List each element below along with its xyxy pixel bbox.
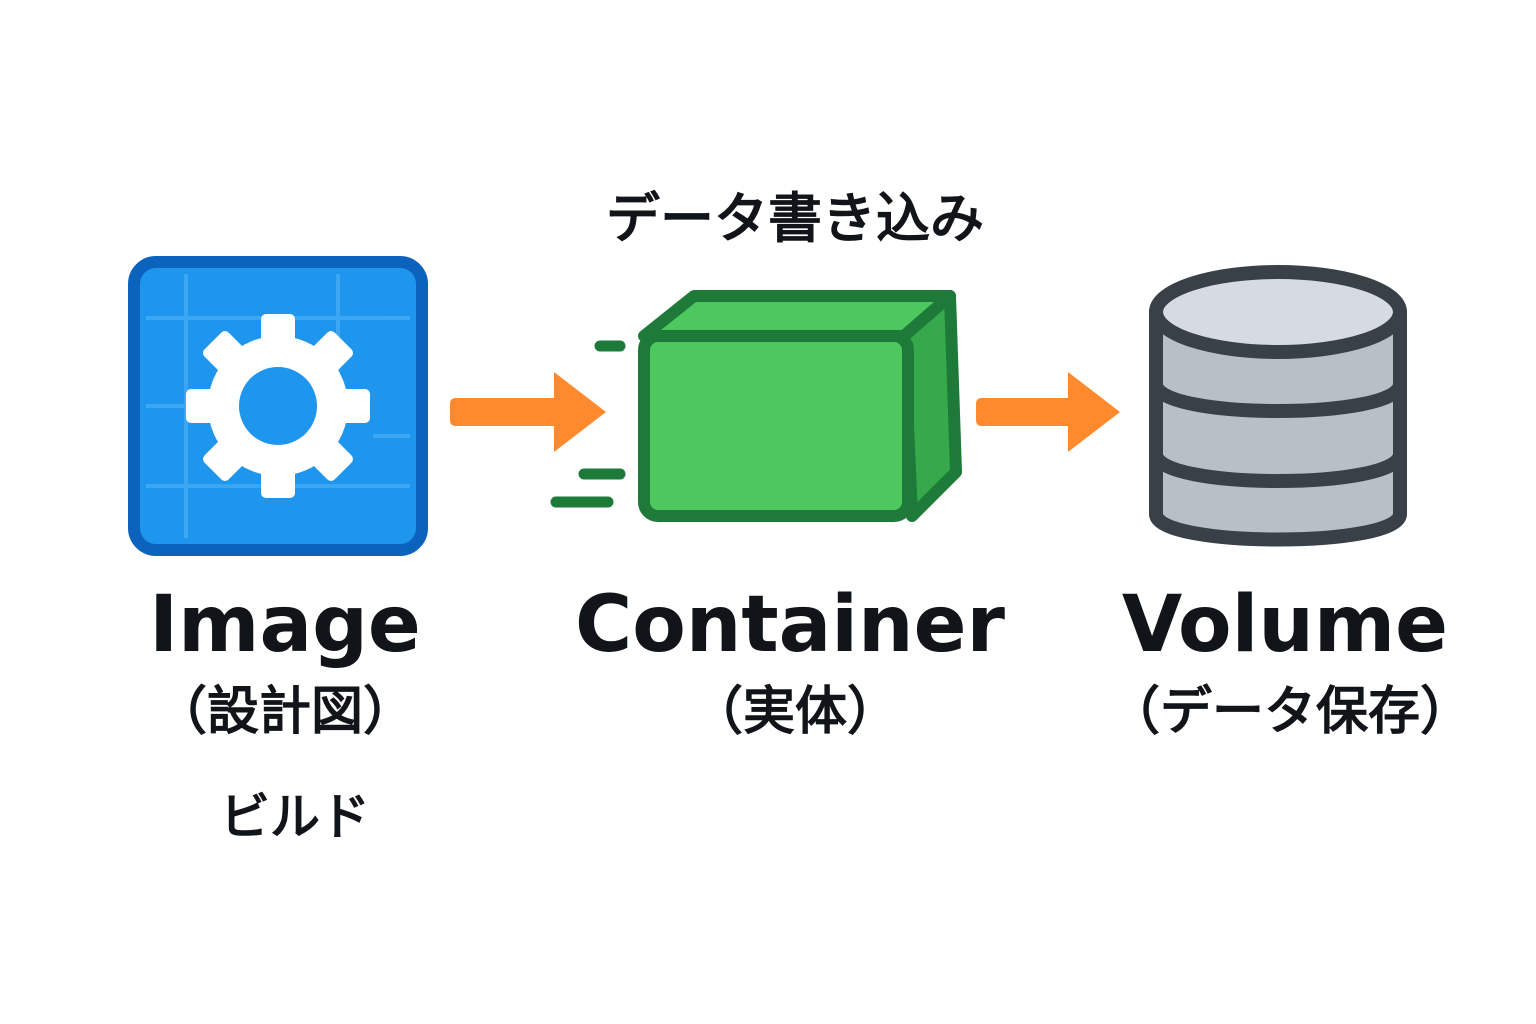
image-title: Image [149, 580, 421, 670]
data-write-label: データ書き込み [606, 187, 984, 250]
box-container-icon [638, 290, 962, 522]
motion-lines-icon [550, 340, 626, 508]
image-subtitle: （設計図） [154, 682, 415, 742]
container-subtitle: （実体） [690, 682, 899, 742]
volume-subtitle: （データ保存） [1107, 682, 1472, 742]
build-label: ビルド [220, 788, 370, 846]
arrow-image-to-container [450, 372, 606, 452]
volume-title: Volume [1121, 580, 1449, 670]
database-cylinder-icon [1149, 265, 1407, 547]
container-title: Container [575, 580, 1005, 670]
arrow-container-to-volume [976, 372, 1120, 452]
gear-blueprint-icon [128, 256, 428, 556]
